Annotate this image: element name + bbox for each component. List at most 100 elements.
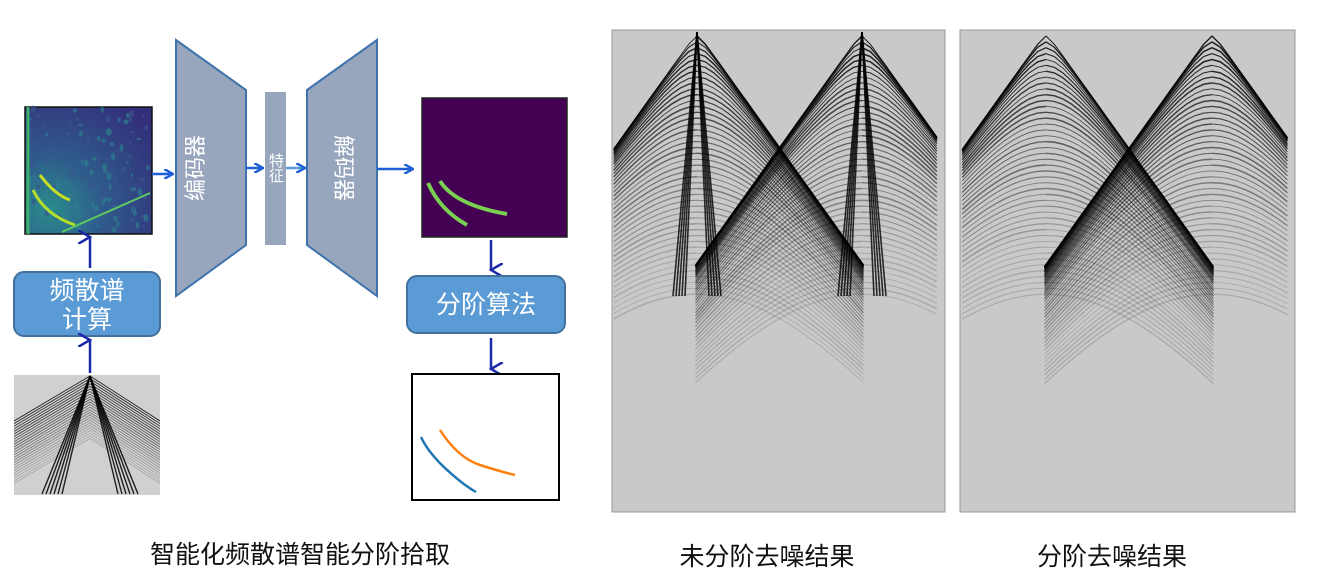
seismic-event [1044,264,1213,363]
predicted-mask-image [421,97,568,238]
grading-algorithm-box [406,275,566,334]
spectrum-speckle [106,115,111,123]
spectrum-speckle [78,130,84,137]
spectrum-speckle [52,139,56,146]
seismic-event [696,217,864,331]
seismic-event [1043,146,1213,294]
spectrum-speckle [123,119,129,125]
spectrum-speckle [63,156,67,158]
seismic-event [694,99,863,276]
picked-curves-plot [411,373,560,501]
ground-roll-event [837,31,863,297]
seismic-event [613,293,698,320]
seismic-event [1211,53,1288,141]
seismic-event [696,99,864,276]
seismic-event [696,105,865,278]
seismic-event [694,258,863,358]
seismic-event [1211,276,1288,299]
seismic-event [696,205,864,324]
seismic-event [694,187,863,314]
spectrum-speckle [113,215,118,222]
seismic-event [13,404,161,450]
spectrum-computation-label-1: 频散谱 [49,276,124,305]
seismic-event [613,170,698,214]
seismic-event [861,281,938,305]
spectrum-speckle [29,210,32,215]
seismic-event [696,287,864,379]
seismic-event [861,58,938,141]
seismic-event [861,117,938,169]
spectrum-speckle [103,168,108,174]
seismic-event [1211,164,1288,203]
seismic-event [695,293,863,384]
seismic-event [13,432,161,479]
decoder-block [306,38,378,298]
seismic-event [961,234,1047,268]
seismic-event [961,117,1047,178]
seismic-event [1044,164,1213,302]
seismic-event [961,105,1047,172]
spectrum-speckle [117,117,121,123]
seismic-event [696,129,864,286]
spectrum-speckle [63,179,68,186]
spectrum-speckle [116,220,120,229]
seismic-event [961,275,1047,304]
seismic-event [1045,140,1215,292]
encoder-label: 编码器 [184,135,209,201]
spectrum-speckle [102,185,105,194]
seismic-event [1211,199,1288,231]
spectrum-speckle [144,125,149,131]
seismic-event [696,264,864,362]
spectrum-speckle [58,191,63,194]
seismic-event [1045,275,1214,372]
seismic-event [1043,99,1213,277]
panel-caption-unsorted: 未分阶去噪结果 [679,542,855,571]
spectrum-speckle [130,187,137,192]
seismic-event [613,152,698,201]
seismic-event [694,94,863,274]
seismic-event [613,58,698,153]
seismic-event [613,53,698,151]
seismic-event [613,164,698,210]
spectrum-speckle [104,157,110,160]
curve-mode-1 [438,429,516,477]
spectrum-speckle [31,139,36,145]
seismic-event [961,269,1047,299]
spectrum-speckle [73,108,77,113]
seismic-event [961,176,1047,219]
seismic-event [861,264,938,288]
seismic-event [1044,205,1213,325]
spectrum-speckle [106,197,112,202]
spectrum-speckle [80,159,83,165]
seismic-event [13,422,161,469]
seismic-event [1043,275,1213,372]
seismic-event [1044,293,1213,385]
seismic-event [1044,246,1213,351]
seismic-event [1211,170,1288,207]
seismic-event [696,176,864,307]
spectrum-speckle [116,191,123,195]
seismic-event [695,240,863,346]
seismic-event [613,146,698,197]
seismic-event [613,158,698,205]
seismic-event [1043,182,1213,312]
spectrum-speckle [101,163,107,170]
spectrum-speckle [77,123,84,127]
seismic-event [1045,170,1215,306]
spectrum-speckle [146,165,150,171]
spectrum-computation-label-2: 计算 [62,305,112,334]
spectrum-speckle [72,172,77,178]
spectrum-speckle [69,121,72,125]
seismic-event [961,228,1047,263]
spectrum-speckle [141,114,145,118]
seismic-event [1211,181,1288,217]
seismic-event [1211,76,1288,148]
seismic-event [613,123,698,181]
seismic-event [1044,176,1213,308]
seismic-event [13,406,161,453]
seismic-event [1045,281,1214,376]
seismic-event [696,111,865,279]
seismic-event [696,135,864,288]
seismic-event [961,199,1047,238]
